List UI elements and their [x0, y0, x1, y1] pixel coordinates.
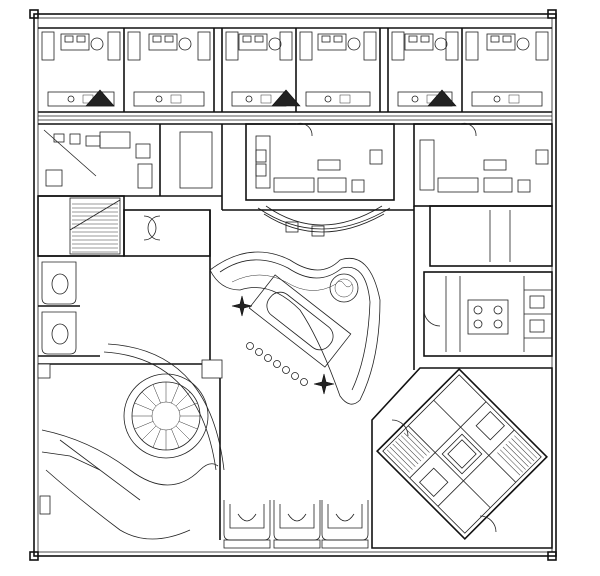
rotated-stair-core — [371, 367, 553, 549]
guest-room-2 — [127, 31, 211, 107]
service-corridor — [123, 209, 211, 257]
planter — [271, 89, 301, 107]
office-rooms — [38, 124, 223, 210]
guest-room-5 — [391, 31, 459, 107]
bench — [321, 500, 369, 549]
bottom-benches — [223, 500, 369, 549]
lobby-walls — [209, 206, 415, 370]
guest-room-3 — [225, 31, 293, 107]
bench — [273, 500, 321, 549]
guest-room-4 — [299, 31, 377, 107]
staircase — [37, 195, 125, 257]
exterior-walls — [29, 9, 557, 561]
planter — [85, 89, 115, 107]
lounge — [37, 343, 225, 540]
guest-room-1 — [41, 31, 121, 107]
guest-room-row — [38, 27, 552, 125]
guest-room-furniture — [41, 31, 549, 107]
meeting-room-left — [245, 122, 395, 237]
meeting-room-right — [413, 122, 553, 207]
guest-room-6 — [465, 31, 549, 107]
planter — [427, 89, 457, 107]
right-storage — [429, 205, 553, 267]
restrooms-left — [38, 255, 100, 357]
restroom-right — [423, 271, 553, 357]
reception-desk — [231, 274, 352, 395]
water-feature — [209, 251, 381, 405]
bench — [223, 500, 271, 549]
